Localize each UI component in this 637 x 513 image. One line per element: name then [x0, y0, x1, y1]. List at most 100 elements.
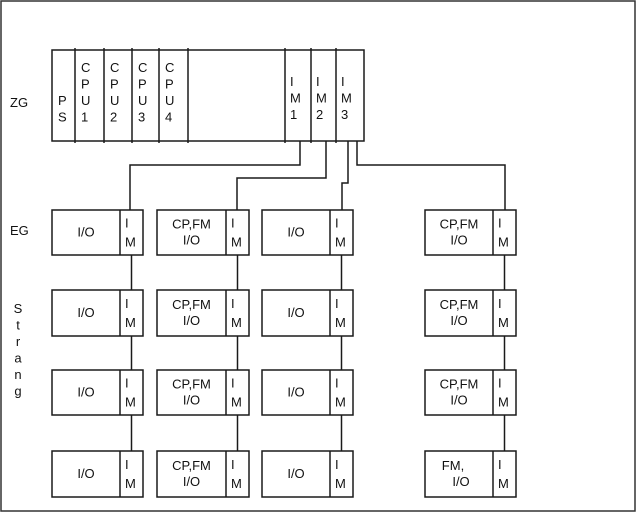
expansion-chains: I/OIMI/OIMI/OIMI/OIMCP,FMI/OIMCP,FMI/OIM…	[51, 209, 517, 498]
unit-function-label: FM,	[442, 458, 464, 473]
unit-frame	[156, 369, 250, 416]
unit-function-label: CP,FM	[440, 297, 479, 312]
unit-frame	[156, 450, 250, 498]
unit-function-label: I/O	[450, 393, 467, 408]
unit-function-label: I/O	[77, 385, 94, 400]
unit-function-label: CP,FM	[172, 217, 211, 232]
connector-im2-chain2	[236, 141, 327, 210]
unit-frame	[424, 209, 517, 256]
expansion-unit: I/O IM	[51, 289, 144, 337]
chain-label-letter: S	[14, 301, 23, 316]
module-label-text: M	[341, 91, 352, 106]
unit-frame	[424, 450, 517, 498]
unit-im-label: M	[498, 235, 509, 250]
unit-im-label: I	[231, 376, 235, 391]
unit-function-label: I/O	[450, 233, 467, 248]
unit-function-label: I/O	[77, 225, 94, 240]
expansion-unit: I/OIM	[261, 369, 354, 416]
chain-label-letter: a	[14, 351, 22, 366]
module-label-text: 3	[138, 110, 145, 125]
module-label-text: M	[290, 91, 301, 106]
unit-function-label: I/O	[287, 466, 304, 481]
module-label-text: I	[341, 74, 345, 89]
module-label-text: U	[81, 93, 90, 108]
unit-function-label: I/O	[77, 466, 94, 481]
module-label-text: 2	[110, 110, 117, 125]
unit-im-label: I	[125, 296, 129, 311]
unit-im-label: I	[335, 296, 339, 311]
unit-function-label: I/O	[183, 474, 200, 489]
module-im2: IM2	[316, 74, 327, 122]
unit-function-label: I/O	[183, 313, 200, 328]
chain-label-letter: g	[14, 384, 21, 399]
expansion-unit: I/O IM	[51, 450, 144, 498]
module-label-text: C	[138, 60, 147, 75]
unit-function-label: I/O	[77, 305, 94, 320]
unit-im-label: M	[335, 476, 346, 491]
unit-function-label: I/O	[287, 385, 304, 400]
unit-im-label: I	[231, 216, 235, 231]
unit-im-label: M	[498, 395, 509, 410]
central-unit-label: ZG	[10, 95, 28, 110]
expansion-unit: CP,FMI/OIM	[424, 369, 517, 416]
module-label-text: P	[110, 77, 119, 92]
unit-im-label: I	[125, 376, 129, 391]
module-label-text: I	[290, 74, 294, 89]
expansion-unit: CP,FMI/O IM	[156, 209, 250, 256]
expansion-unit: I/OIM	[51, 209, 144, 256]
unit-im-label: I	[498, 457, 502, 472]
unit-im-label: M	[125, 395, 136, 410]
module-label-text: U	[138, 93, 147, 108]
unit-function-label: I/O	[452, 474, 469, 489]
unit-im-label: M	[498, 315, 509, 330]
unit-im-label: I	[498, 376, 502, 391]
connector-im3-chain3	[341, 141, 349, 210]
unit-function-label: CP,FM	[172, 377, 211, 392]
module-label-text: 1	[290, 107, 297, 122]
unit-im-label: M	[231, 476, 242, 491]
unit-frame	[51, 289, 144, 337]
expansion-unit: I/OIM	[261, 450, 354, 498]
expansion-unit: CP,FMI/OIM	[424, 289, 517, 337]
unit-frame	[156, 209, 250, 256]
unit-frame	[424, 369, 517, 416]
module-label-text: C	[110, 60, 119, 75]
unit-im-label: I	[231, 457, 235, 472]
module-label-text: C	[81, 60, 90, 75]
expansion-unit: CP,FMI/OIM	[424, 209, 517, 256]
unit-im-label: I	[125, 216, 129, 231]
unit-frame	[51, 369, 144, 416]
unit-frame	[51, 450, 144, 498]
connector-im1-chain1	[129, 141, 301, 210]
unit-function-label: I/O	[183, 393, 200, 408]
module-label-text: 3	[341, 107, 348, 122]
expansion-unit: CP,FMI/OIM	[156, 369, 250, 416]
unit-function-label: I/O	[183, 233, 200, 248]
unit-im-label: I	[335, 376, 339, 391]
unit-im-label: M	[125, 476, 136, 491]
unit-function-label: CP,FM	[172, 458, 211, 473]
module-ps: PS	[58, 93, 67, 125]
unit-im-label: I	[335, 216, 339, 231]
unit-im-label: M	[335, 235, 346, 250]
chain-label-letter: t	[16, 318, 20, 333]
module-label-text: U	[165, 93, 174, 108]
unit-frame	[424, 289, 517, 337]
unit-im-label: I	[498, 296, 502, 311]
unit-frame	[156, 289, 250, 337]
module-label-text: P	[81, 77, 90, 92]
unit-frame	[261, 369, 354, 416]
unit-im-label: M	[125, 315, 136, 330]
unit-frame	[51, 209, 144, 256]
unit-im-label: M	[498, 476, 509, 491]
unit-im-label: I	[125, 457, 129, 472]
unit-im-label: M	[231, 235, 242, 250]
